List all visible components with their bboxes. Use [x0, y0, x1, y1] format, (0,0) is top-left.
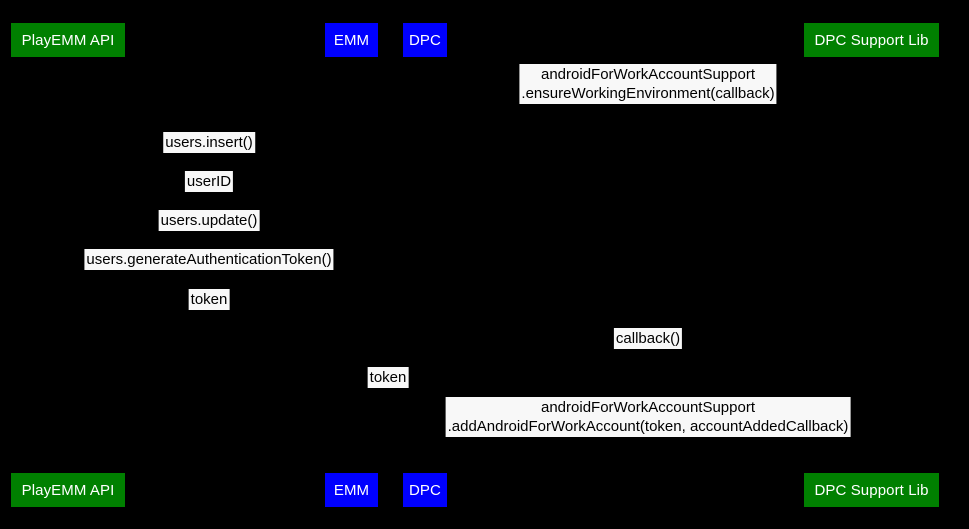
message-label-add-android-for-work-account: androidForWorkAccountSupport .addAndroid…	[445, 397, 851, 437]
message-label-ensure-working-environment: androidForWorkAccountSupport .ensureWork…	[519, 64, 777, 104]
message-line: userID	[186, 173, 232, 190]
message-line: .addAndroidForWorkAccount(token, account…	[447, 418, 849, 435]
message-arrow-add-android-for-work-account	[425, 438, 871, 439]
message-arrow-users-generate-authentication-token	[68, 272, 351, 273]
message-line: androidForWorkAccountSupport	[540, 66, 755, 83]
message-arrow-token-to-emm	[68, 312, 351, 313]
lifeline-emm	[351, 57, 352, 473]
participant-label: DPC Support Lib	[814, 31, 929, 49]
message-line: users.generateAuthenticationToken()	[86, 251, 332, 268]
message-line: token	[190, 291, 228, 308]
participant-label: EMM	[333, 481, 370, 499]
participant-label: PlayEMM API	[21, 31, 115, 49]
message-line: callback()	[615, 330, 681, 347]
message-line: users.insert()	[165, 134, 253, 151]
message-line: .ensureWorkingEnvironment(callback)	[521, 85, 775, 102]
participant-header-top-playemm-api[interactable]: PlayEMM API	[11, 23, 125, 57]
participant-label: DPC	[409, 31, 441, 49]
participant-label: EMM	[333, 31, 370, 49]
participant-header-top-emm[interactable]: EMM	[325, 23, 378, 57]
participant-label: DPC Support Lib	[814, 481, 929, 499]
message-line: users.update()	[160, 212, 258, 229]
message-arrow-users-insert	[68, 155, 351, 156]
participant-header-bottom-dpc[interactable]: DPC	[403, 473, 447, 507]
message-label-token-to-dpc: token	[367, 367, 409, 388]
message-label-user-id: userID	[184, 171, 234, 192]
lifeline-playemm-api	[68, 57, 69, 473]
message-arrow-token-to-dpc	[351, 390, 425, 391]
message-label-token-to-emm: token	[188, 289, 230, 310]
participant-header-bottom-emm[interactable]: EMM	[325, 473, 378, 507]
message-label-users-insert: users.insert()	[163, 132, 255, 153]
participant-label: PlayEMM API	[21, 481, 115, 499]
message-line: token	[369, 369, 407, 386]
message-line: androidForWorkAccountSupport	[541, 399, 755, 416]
participant-label: DPC	[409, 481, 441, 499]
message-arrow-users-update	[68, 233, 351, 234]
message-arrow-user-id	[68, 194, 351, 195]
participant-header-bottom-playemm-api[interactable]: PlayEMM API	[11, 473, 125, 507]
message-arrow-callback	[425, 351, 871, 352]
participant-header-bottom-dpc-support-lib[interactable]: DPC Support Lib	[804, 473, 939, 507]
message-label-users-update: users.update()	[158, 210, 260, 231]
message-label-callback: callback()	[613, 328, 683, 349]
participant-header-top-dpc-support-lib[interactable]: DPC Support Lib	[804, 23, 939, 57]
lifeline-dpc-support-lib	[871, 57, 872, 473]
message-arrow-ensure-working-environment	[425, 105, 871, 106]
lifeline-dpc	[425, 57, 426, 473]
message-label-users-generate-authentication-token: users.generateAuthenticationToken()	[84, 249, 334, 270]
participant-header-top-dpc[interactable]: DPC	[403, 23, 447, 57]
